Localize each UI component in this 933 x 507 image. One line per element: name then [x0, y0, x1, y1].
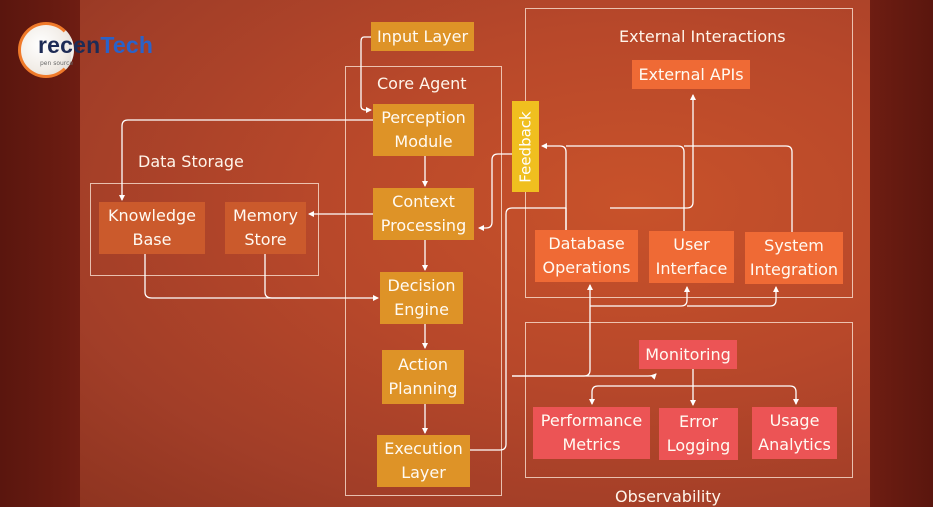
edge-ui-feedback — [566, 145, 685, 231]
data-storage-frame — [90, 183, 319, 276]
data-storage-label: Data Storage — [138, 152, 244, 171]
input-layer-node[interactable]: Input Layer — [371, 22, 474, 51]
database-operations-node[interactable]: Database Operations — [535, 230, 638, 282]
logo-text-primary: recen — [38, 32, 101, 58]
observability-label: Observability — [615, 487, 722, 506]
external-apis-node[interactable]: External APIs — [632, 60, 750, 89]
edge-input-perception — [360, 36, 372, 113]
action-planning-node[interactable]: Action Planning — [382, 350, 464, 404]
edge-bus-external-apis — [610, 94, 696, 209]
external-interactions-label: External Interactions — [619, 27, 786, 46]
core-agent-frame — [345, 66, 502, 496]
feedback-label: Feedback — [516, 110, 535, 183]
edge-monitoring-metrics — [589, 369, 694, 405]
feedback-node[interactable]: Feedback — [512, 101, 539, 192]
performance-metrics-node[interactable]: Performance Metrics — [533, 407, 650, 459]
logo-text-secondary: Tech — [100, 32, 154, 58]
edge-memory-decision — [264, 254, 300, 299]
edge-exec-monitoring — [512, 373, 657, 380]
edge-exec-system — [687, 286, 779, 307]
system-integration-node[interactable]: System Integration — [745, 232, 843, 284]
logo-wordmark: recenTech — [38, 32, 153, 59]
left-margin — [0, 0, 80, 507]
edge-monitoring-analytics — [693, 385, 799, 405]
observability-frame — [525, 322, 853, 478]
edge-db-feedback — [541, 143, 567, 230]
edge-feedback-context — [478, 153, 512, 231]
user-interface-node[interactable]: User Interface — [649, 231, 734, 283]
core-agent-label: Core Agent — [377, 74, 467, 93]
execution-layer-node[interactable]: Execution Layer — [377, 435, 470, 487]
context-processing-node[interactable]: Context Processing — [373, 188, 474, 240]
edge-execution-bus — [470, 207, 567, 451]
right-margin — [870, 0, 933, 507]
error-logging-node[interactable]: Error Logging — [659, 408, 738, 460]
logo-tagline: pen source — [40, 60, 74, 67]
recentech-logo: recenTech pen source — [18, 20, 153, 82]
edge-perception-knowledge — [119, 119, 373, 201]
knowledge-base-node[interactable]: Knowledge Base — [99, 202, 205, 254]
edge-exec-ui — [590, 286, 690, 307]
memory-store-node[interactable]: Memory Store — [225, 202, 306, 254]
edge-exec-db — [512, 284, 593, 377]
perception-module-node[interactable]: Perception Module — [373, 104, 474, 156]
edge-knowledge-decision — [144, 254, 379, 301]
decision-engine-node[interactable]: Decision Engine — [380, 272, 463, 324]
monitoring-node[interactable]: Monitoring — [639, 340, 737, 369]
edge-system-feedback — [684, 145, 793, 232]
logo-ring-icon — [18, 22, 74, 78]
usage-analytics-node[interactable]: Usage Analytics — [752, 407, 837, 459]
